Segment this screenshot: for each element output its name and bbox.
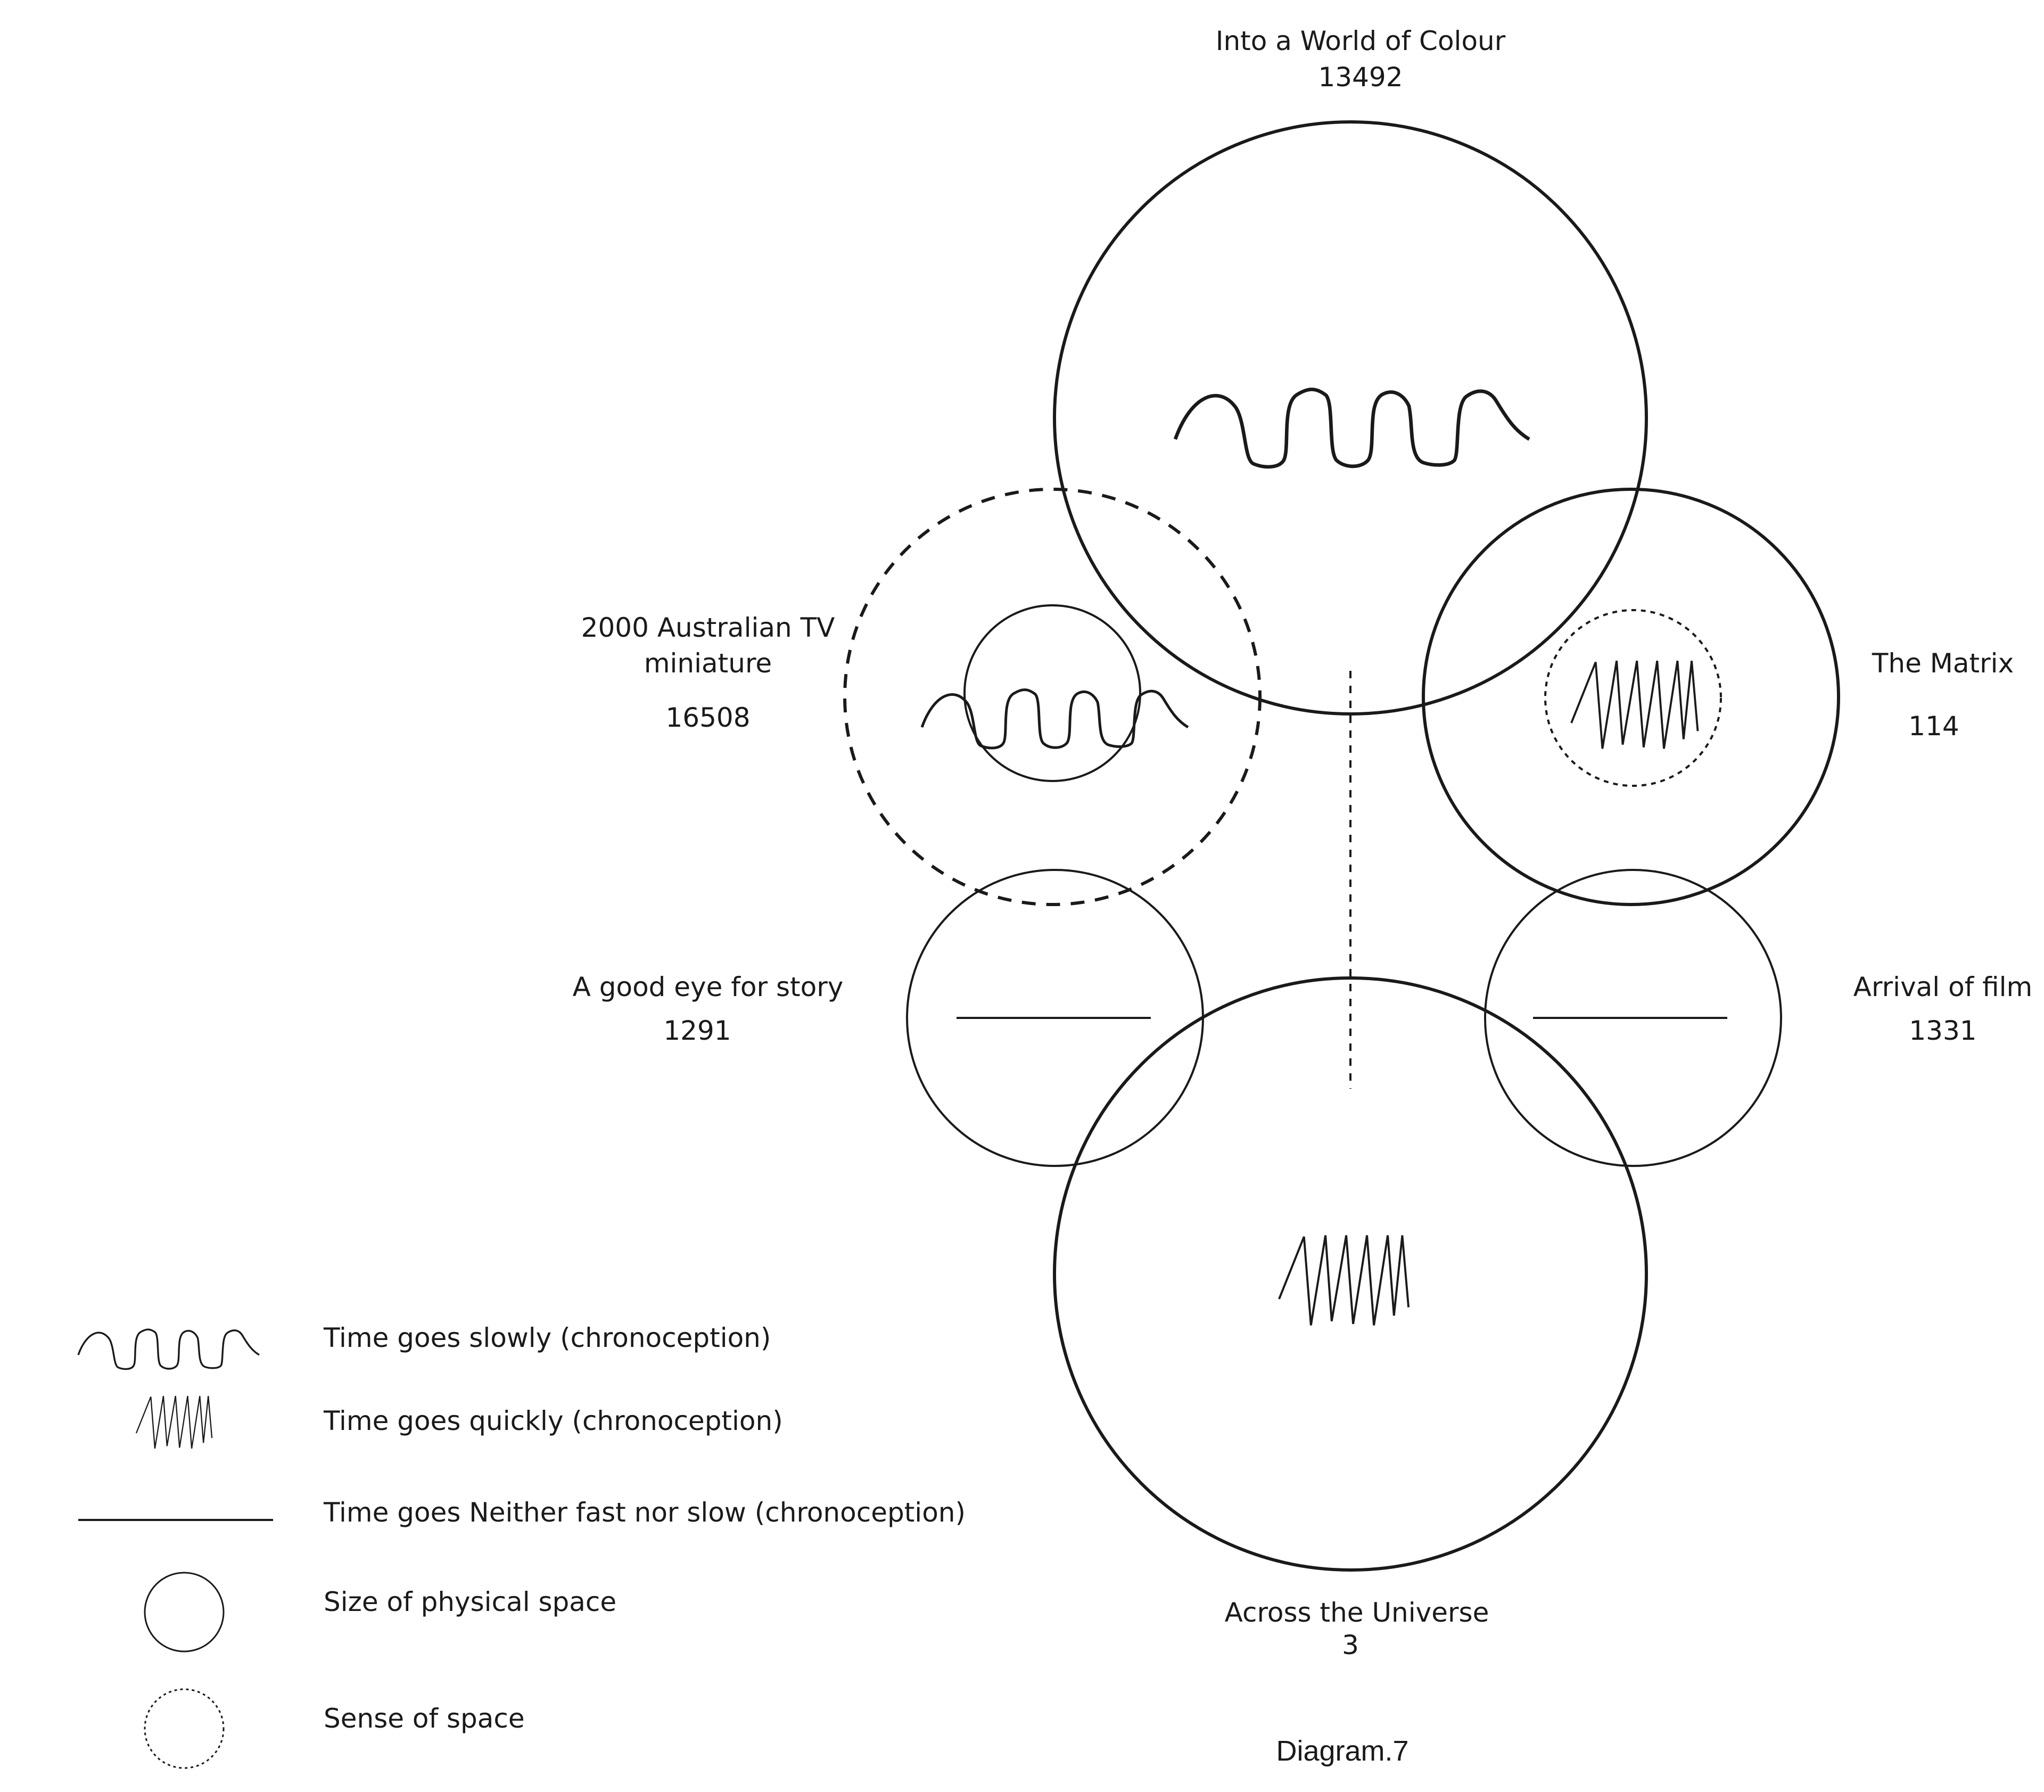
into-world-title: Into a World of Colour (1215, 26, 1506, 56)
good-eye-value: 1291 (663, 1015, 731, 1046)
arrival-title: Arrival of film (1853, 972, 2033, 1002)
arrival-space-circle (1484, 869, 1782, 1167)
australian-tv-title-line2: miniature (644, 648, 772, 679)
legend-dotted-circle-icon (144, 1688, 225, 1769)
legend-label-sense-of-space: Sense of space (324, 1703, 525, 1734)
matrix-sense-circle (1544, 609, 1722, 787)
slow-wave-icon (921, 689, 1189, 749)
across-universe-value: 3 (1342, 1630, 1359, 1661)
fast-zigzag-icon (1279, 1235, 1409, 1326)
legend-fast-zigzag-icon (136, 1395, 212, 1449)
legend-slow-wave-icon (78, 1329, 260, 1369)
matrix-title: The Matrix (1872, 648, 2014, 679)
into-world-space-circle (1053, 120, 1648, 716)
australian-tv-sense-circle (843, 488, 1262, 906)
legend-label-fast: Time goes quickly (chronoception) (324, 1405, 783, 1436)
legend-solid-circle-icon (144, 1572, 225, 1653)
legend-label-physical-space: Size of physical space (324, 1587, 617, 1617)
into-world-value: 13492 (1318, 62, 1403, 93)
fast-zigzag-icon (1571, 660, 1699, 749)
across-universe-space-circle (1053, 976, 1648, 1572)
legend-label-neither: Time goes Neither fast nor slow (chronoc… (324, 1497, 966, 1528)
legend-label-slow: Time goes slowly (chronoception) (324, 1322, 771, 1353)
matrix-value: 114 (1908, 711, 1959, 742)
slow-wave-icon (1175, 389, 1530, 467)
across-universe-title: Across the Universe (1224, 1597, 1489, 1628)
matrix-space-circle (1422, 488, 1840, 906)
australian-tv-title-line1: 2000 Australian TV (581, 612, 835, 643)
australian-tv-space-circle (963, 604, 1141, 782)
australian-tv-value: 16508 (665, 702, 751, 733)
arrival-value: 1331 (1909, 1015, 1977, 1046)
diagram-caption: Diagram.7 (1276, 1735, 1409, 1767)
good-eye-title: A good eye for story (572, 972, 844, 1002)
